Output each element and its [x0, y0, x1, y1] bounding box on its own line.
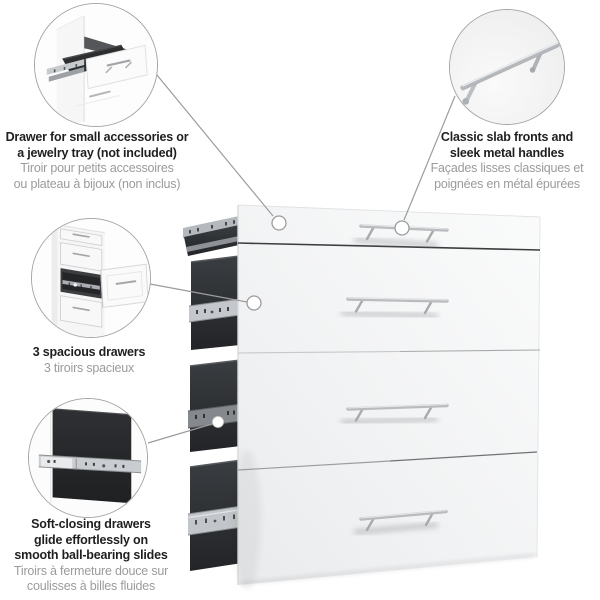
drawer-separators — [237, 242, 541, 471]
callout-bubble-accessory-drawer — [34, 3, 158, 127]
caption-fr-line: Façades lisses classiques et — [430, 161, 584, 176]
callout-bubble-drawers — [31, 218, 151, 338]
drawer-box-3 — [187, 359, 242, 452]
accessory-drawer-illustration — [35, 4, 157, 126]
caption-handles: Classic slab fronts and sleek metal hand… — [397, 130, 600, 192]
caption-en-line: sleek metal handles — [449, 145, 565, 160]
callout-connectors — [147, 68, 456, 444]
metal-handle-illustration — [450, 10, 564, 124]
caption-fr-line: Tiroir pour petits accessoires — [20, 161, 174, 176]
cabinet-front — [233, 204, 541, 590]
caption-slides: Soft-closing drawers glide effortlessly … — [0, 517, 201, 595]
caption-en-line: smooth ball-bearing slides — [14, 548, 168, 563]
connector-line-handles — [403, 95, 456, 221]
caption-en-line: Soft-closing drawers — [31, 517, 151, 531]
connector-line-slides — [147, 423, 213, 444]
caption-fr-line: Tiroirs à fermeture douce sur — [13, 563, 169, 578]
caption-en-line: Drawer for small accessories or — [5, 130, 189, 144]
callout-bubble-slides — [28, 398, 148, 518]
caption-en-line: 3 spacious drawers — [32, 345, 146, 359]
anchor-dot-slides — [212, 416, 224, 428]
spacious-drawers-illustration — [32, 219, 150, 337]
caption-en-line: a jewelry tray (not included) — [17, 145, 177, 160]
drawer-handles — [340, 224, 449, 535]
callout-bubble-handles — [449, 9, 565, 125]
caption-fr-line: coulisses à billes fluides — [26, 579, 156, 594]
ball-bearing-slide-illustration — [29, 399, 147, 517]
anchor-dot-handles — [394, 220, 410, 236]
drawer-box-1 — [183, 216, 239, 256]
connector-line-drawers — [149, 283, 248, 303]
caption-accessory-drawer: Drawer for small accessories or a jewelr… — [0, 130, 207, 192]
open-drawer-boxes — [183, 216, 243, 571]
caption-en-line: glide effortlessly on — [34, 532, 148, 547]
anchor-dot-drawers — [246, 295, 262, 311]
anchor-dot-accessory-drawer — [271, 215, 287, 231]
caption-drawers: 3 spacious drawers 3 tiroirs spacieux — [0, 345, 199, 376]
caption-en-line: Classic slab fronts and — [440, 130, 574, 144]
connector-line-accessory-drawer — [151, 68, 274, 217]
caption-fr-line: ou plateau à bijoux (non inclus) — [13, 176, 181, 191]
caption-fr-line: 3 tiroirs spacieux — [43, 360, 135, 375]
drawer-box-2 — [188, 255, 241, 350]
caption-fr-line: poignées en métal épurées — [434, 176, 580, 191]
callout-anchors — [212, 215, 410, 428]
